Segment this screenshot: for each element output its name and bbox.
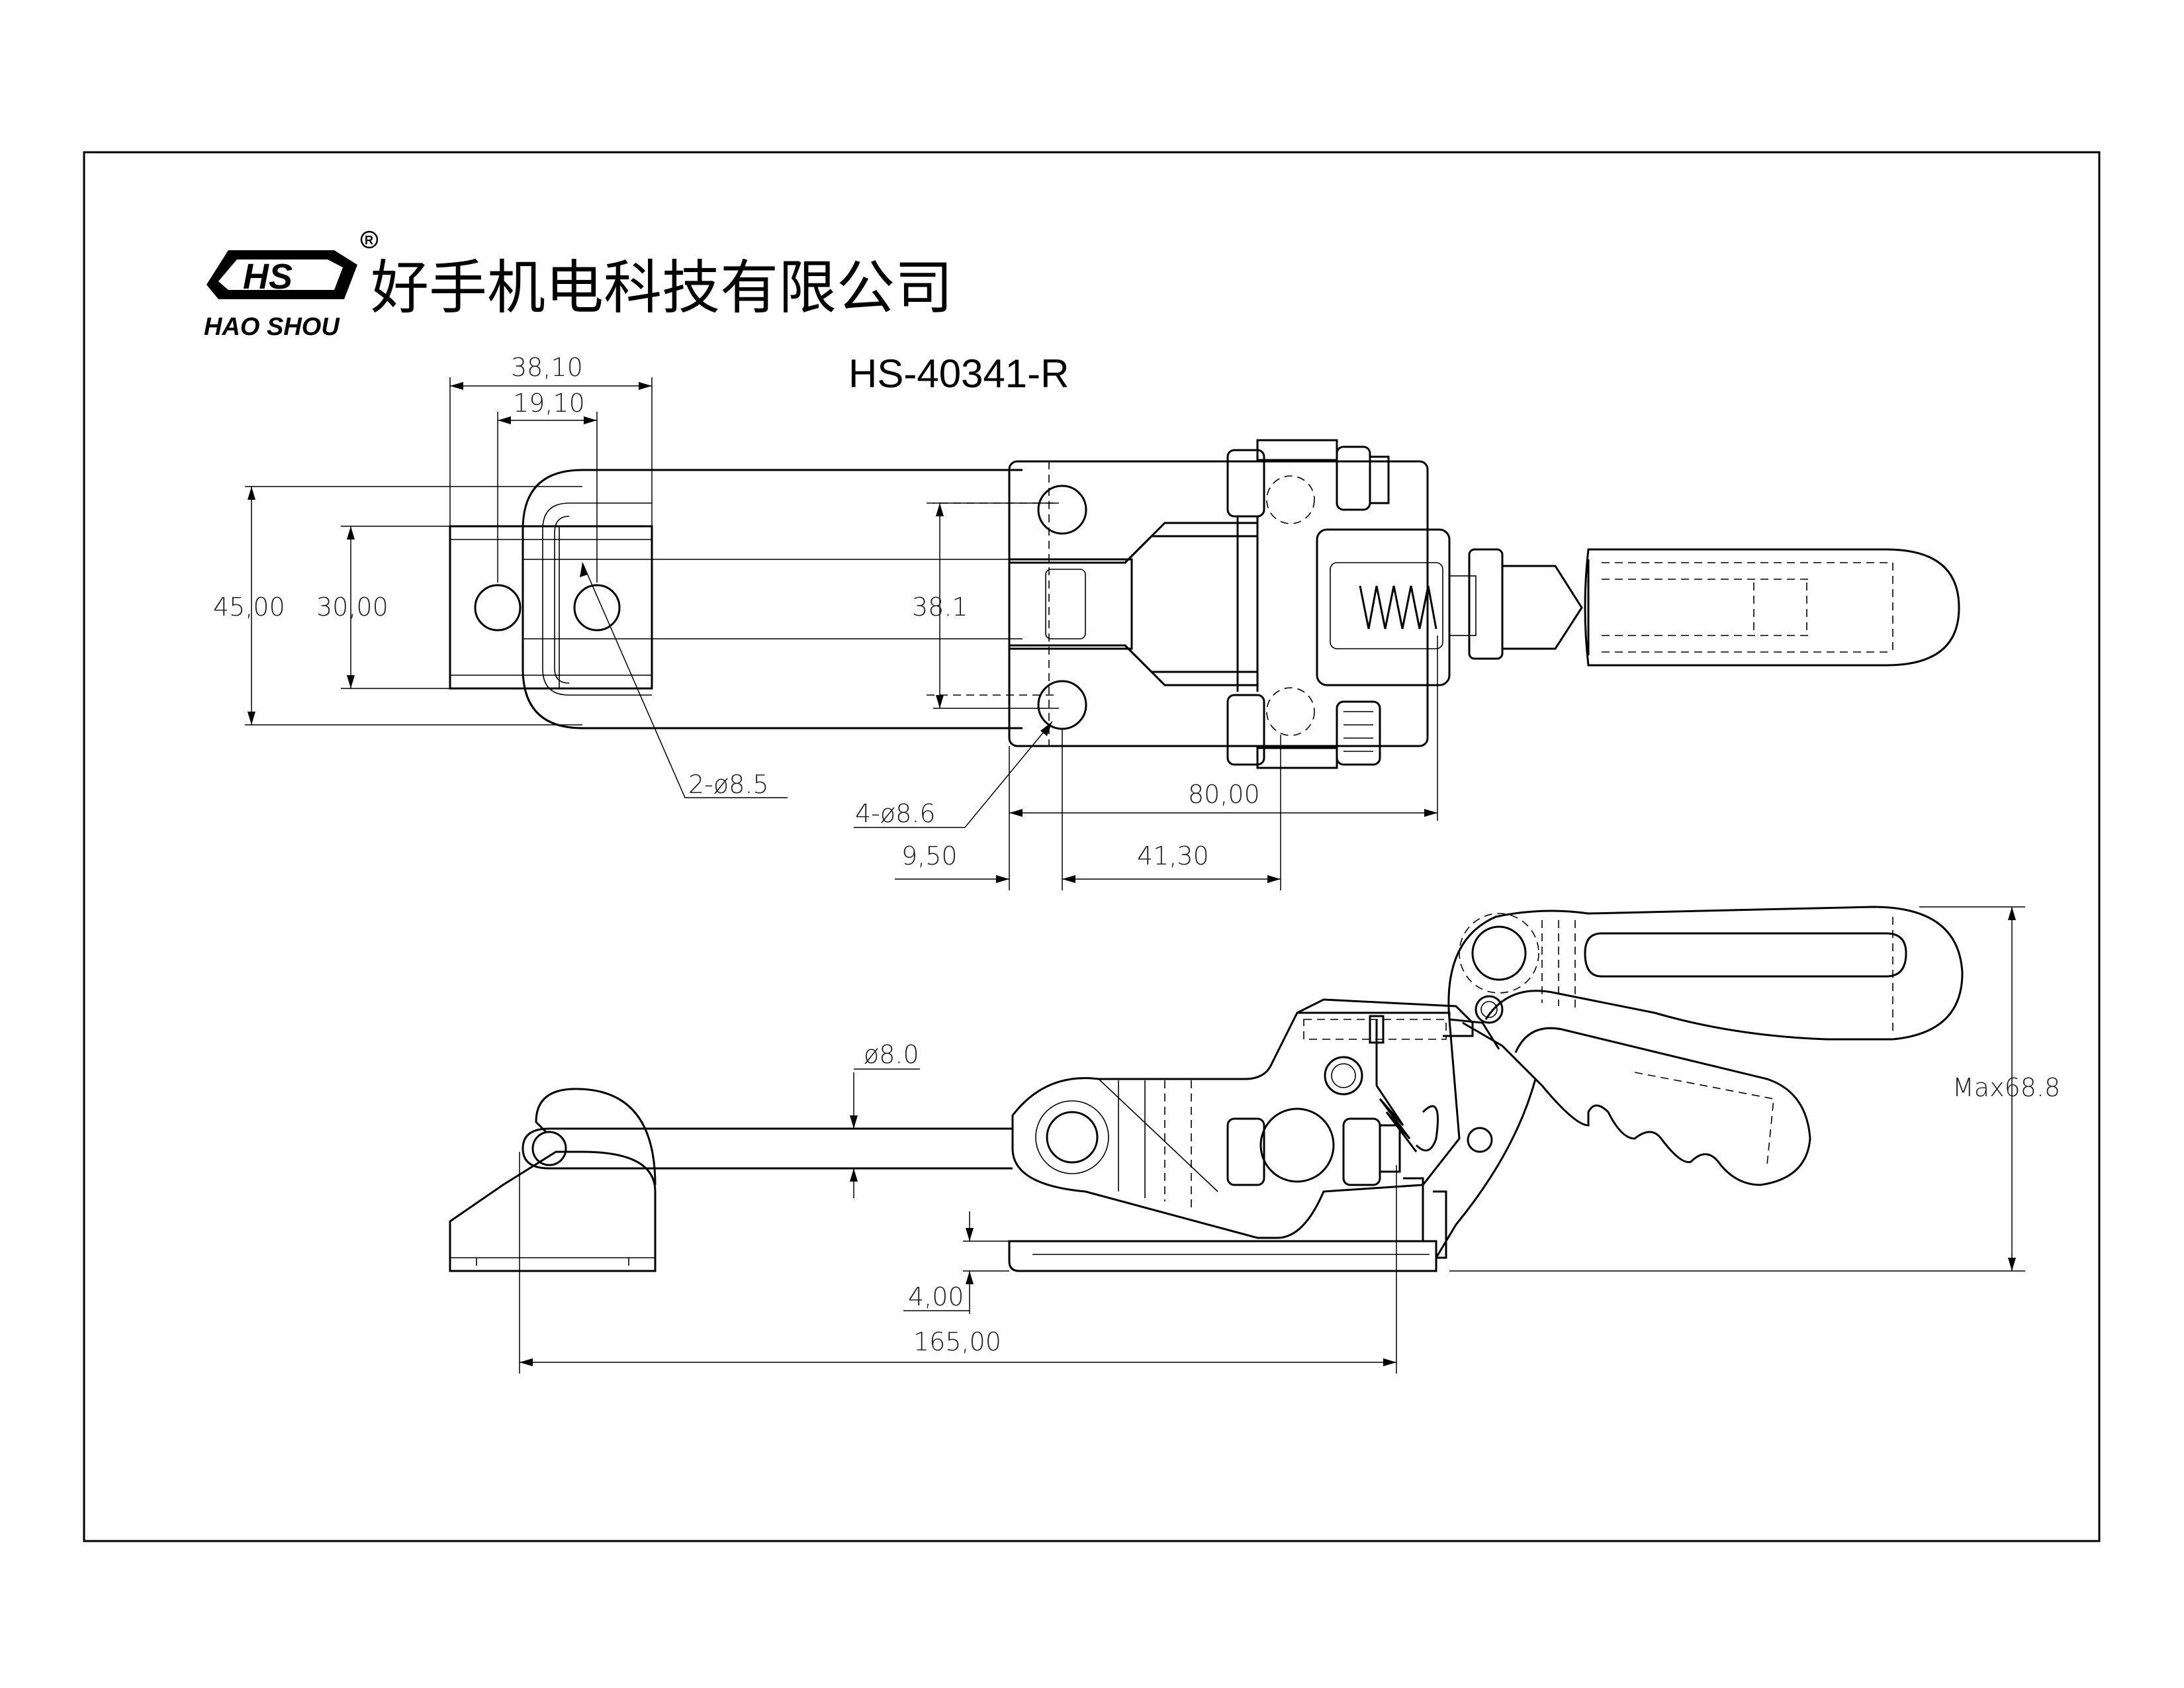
company-name: 好手机电科技有限公司 [371,254,953,322]
mount-hole-2 [1037,680,1087,730]
handle-pivot [1471,925,1527,981]
company-logo: HS R HAO SHOU [204,230,379,341]
dim-45-00: 45,00 [213,592,285,622]
hook-hole-1 [474,584,522,632]
spring-side [1375,1085,1418,1152]
registered-mark-icon [360,230,379,249]
spring-top-view [1359,585,1437,630]
hook-hole-2 [573,584,621,632]
dim-30-00: 30,00 [316,592,388,622]
top-view [449,439,1960,769]
latch-lever [1462,1021,1811,1186]
registered-letter: R [365,234,373,247]
logo-letters: HS [243,257,293,297]
dim-38-10: 38,10 [511,353,583,382]
nut-top [1226,449,1265,518]
nut-bottom [1226,694,1265,766]
dim-4-holes: 4-ø8.6 [855,799,936,828]
dim-19-10: 19,10 [513,389,585,418]
clamp-body [1011,1011,1461,1239]
drawing-border [83,151,2101,1542]
dim-4-00: 4,00 [908,1282,964,1311]
base-plate-top [1008,460,1429,747]
model-number: HS-40341-R [848,352,1069,396]
pivot-hole-body [1046,1111,1099,1164]
dim-38-1: 38.1 [912,592,968,622]
hook-block [449,525,653,690]
dim-max-height: Max68.8 [1952,1073,2060,1102]
hook-u-outer [522,469,652,729]
dim-165-00: 165,00 [913,1327,1001,1356]
dim-rod-dia: ø8.0 [864,1040,919,1069]
brand-name: HAO SHOU [204,313,340,341]
top-view-dimensions: 38,10 19,10 45,00 30,00 38.1 2-ø8.5 [213,353,1438,890]
handle-arm-side [1447,906,1964,1041]
mount-hole-1 [1037,485,1087,535]
dim-2-holes: 2-ø8.5 [688,770,769,799]
dim-9-50: 9,50 [901,841,958,870]
side-view [449,906,1964,1272]
base-plate-side [1008,1240,1437,1272]
dim-41-30: 41,30 [1137,841,1209,870]
side-view-dimensions: ø8.0 Max68.8 4,00 165,00 [519,906,2060,1374]
handle-top-view [1584,548,1960,667]
strike-plate [449,1150,657,1272]
dim-80-00: 80,00 [1188,780,1260,809]
